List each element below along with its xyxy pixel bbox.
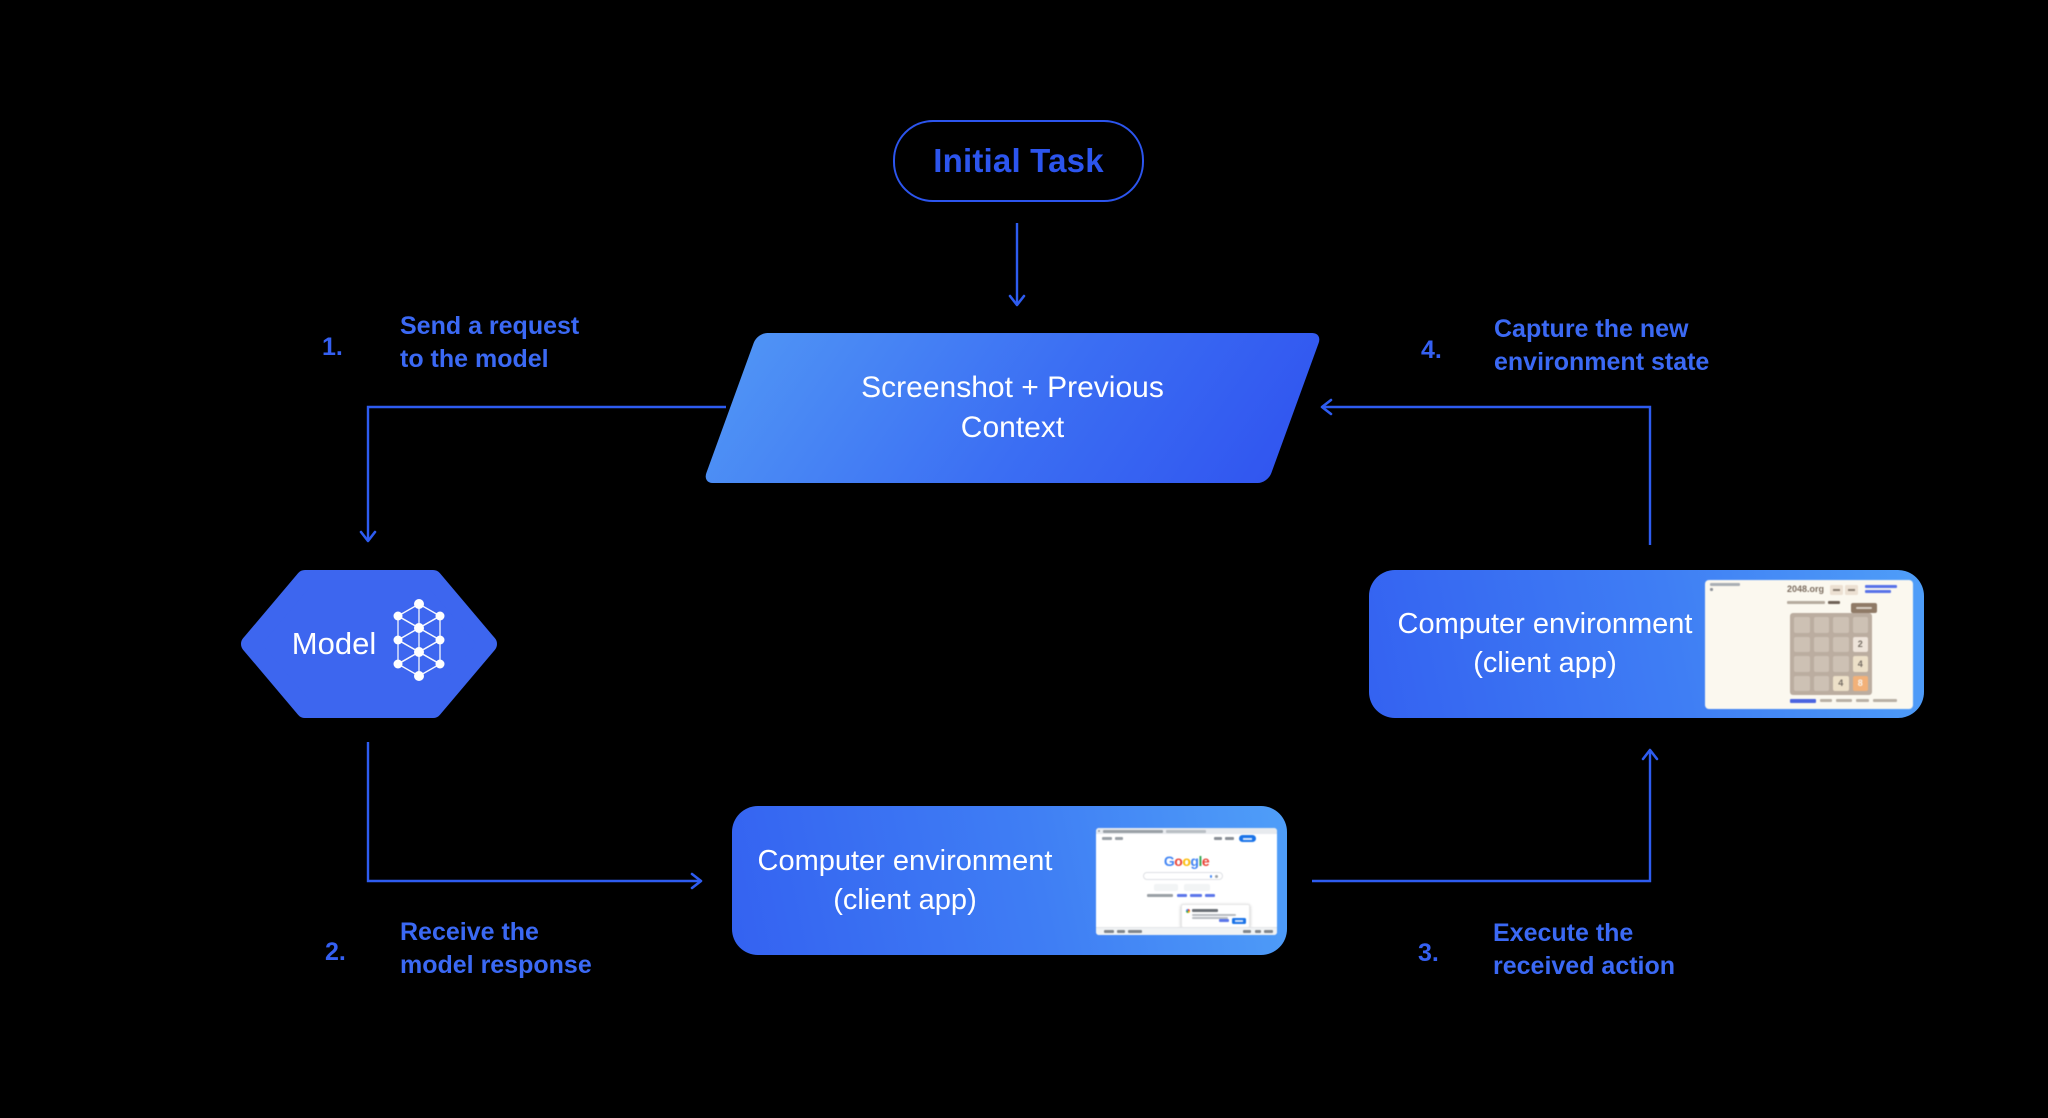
- empty-cell: [1813, 617, 1829, 633]
- arrow-env-to-env: [1312, 748, 1659, 883]
- footer-link-bar: [1255, 930, 1261, 933]
- url-text-bar: [1103, 830, 1163, 833]
- neural-network-icon: [393, 599, 445, 681]
- tile-4: 4: [1852, 656, 1868, 672]
- screenshot-context-node: Screenshot + Previous Context: [702, 333, 1323, 483]
- search-box: [1143, 872, 1223, 880]
- hexagon-shape: [241, 570, 497, 718]
- arrow-context-to-model: [359, 405, 726, 543]
- dialog-stay-out-link: [1219, 919, 1229, 922]
- mic-icon: [1209, 875, 1212, 878]
- google-search-button: [1154, 884, 1178, 891]
- empty-cell: [1794, 675, 1810, 691]
- model-label: Model: [291, 626, 377, 661]
- footer-link-bar: [1104, 930, 1114, 933]
- dialog-title-bar: [1192, 909, 1218, 912]
- step-2-number: 2.: [325, 938, 346, 966]
- footer-text-bar: [1836, 699, 1852, 702]
- sign-in-button: [1239, 835, 1256, 842]
- footer-link-bar: [1790, 699, 1816, 703]
- empty-cell: [1794, 656, 1810, 672]
- empty-cell: [1833, 617, 1849, 633]
- window-tab-bar: [1710, 583, 1740, 586]
- site-title-2048: 2048.org: [1787, 584, 1825, 594]
- footer-link-bar: [1128, 930, 1142, 933]
- top-link-bar: [1865, 590, 1891, 593]
- footer-link-bar: [1264, 930, 1273, 933]
- sign-in-dialog: [1181, 904, 1250, 928]
- footer-text-bar: [1820, 699, 1832, 702]
- tile-8: 8: [1852, 675, 1868, 691]
- new-game-button: [1851, 603, 1877, 613]
- language-link-bar: [1205, 894, 1215, 897]
- dialog-sign-in-button: [1232, 918, 1246, 924]
- empty-cell: [1813, 636, 1829, 652]
- step-1-number: 1.: [322, 333, 343, 361]
- page-footer: [1096, 927, 1277, 935]
- initial-task-node: Initial Task: [893, 120, 1144, 202]
- tile-2: 2: [1852, 636, 1868, 652]
- empty-cell: [1813, 656, 1829, 672]
- nav-text-bar: [1102, 837, 1112, 840]
- empty-cell: [1794, 617, 1810, 633]
- initial-task-label: Initial Task: [933, 142, 1104, 179]
- arrow-env-to-context: [1320, 398, 1652, 545]
- env-bottom-label: Computer environment (client app): [757, 844, 1053, 916]
- screenshot-google-home: Google: [1096, 828, 1277, 935]
- best-box: [1845, 585, 1858, 595]
- dialog-text-bar: [1192, 917, 1228, 919]
- images-link-bar: [1225, 837, 1234, 840]
- offered-in-text-bar: [1147, 894, 1173, 897]
- empty-cell: [1833, 636, 1849, 652]
- tile-4: 4: [1833, 675, 1849, 691]
- empty-cell: [1852, 617, 1868, 633]
- language-link-bar: [1190, 894, 1202, 897]
- language-link-bar: [1177, 894, 1187, 897]
- footer-text-bar: [1873, 699, 1897, 702]
- dialog-text-bar: [1192, 913, 1236, 916]
- feeling-lucky-button: [1184, 884, 1210, 891]
- score-box: [1830, 585, 1843, 595]
- top-link-bar: [1865, 585, 1897, 588]
- google-g-icon: [1186, 909, 1190, 913]
- screenshot-context-label: Screenshot + Previous Context: [861, 371, 1164, 444]
- footer-link-bar: [1117, 930, 1125, 933]
- empty-cell: [1833, 656, 1849, 672]
- step-3-number: 3.: [1418, 939, 1439, 967]
- instruction-text-bar: [1787, 601, 1825, 604]
- gmail-link-bar: [1214, 837, 1222, 840]
- arrow-model-to-env: [366, 742, 703, 890]
- nav-text-bar: [1115, 837, 1123, 840]
- model-node: Model: [239, 570, 499, 718]
- window-dot: [1098, 830, 1100, 832]
- window-control-dot: [1710, 588, 1713, 591]
- empty-cell: [1794, 636, 1810, 652]
- camera-icon: [1215, 875, 1218, 878]
- footer-text-bar: [1856, 699, 1869, 702]
- google-logo: Google: [1163, 853, 1210, 869]
- instruction-bold-bar: [1828, 601, 1840, 604]
- empty-cell: [1813, 675, 1829, 691]
- footer-link-bar: [1243, 930, 1251, 933]
- url-text-bar: [1166, 830, 1206, 833]
- browser-chrome: [1096, 828, 1277, 834]
- env-right-label: Computer environment (client app): [1397, 608, 1693, 679]
- step-4-number: 4.: [1421, 336, 1442, 364]
